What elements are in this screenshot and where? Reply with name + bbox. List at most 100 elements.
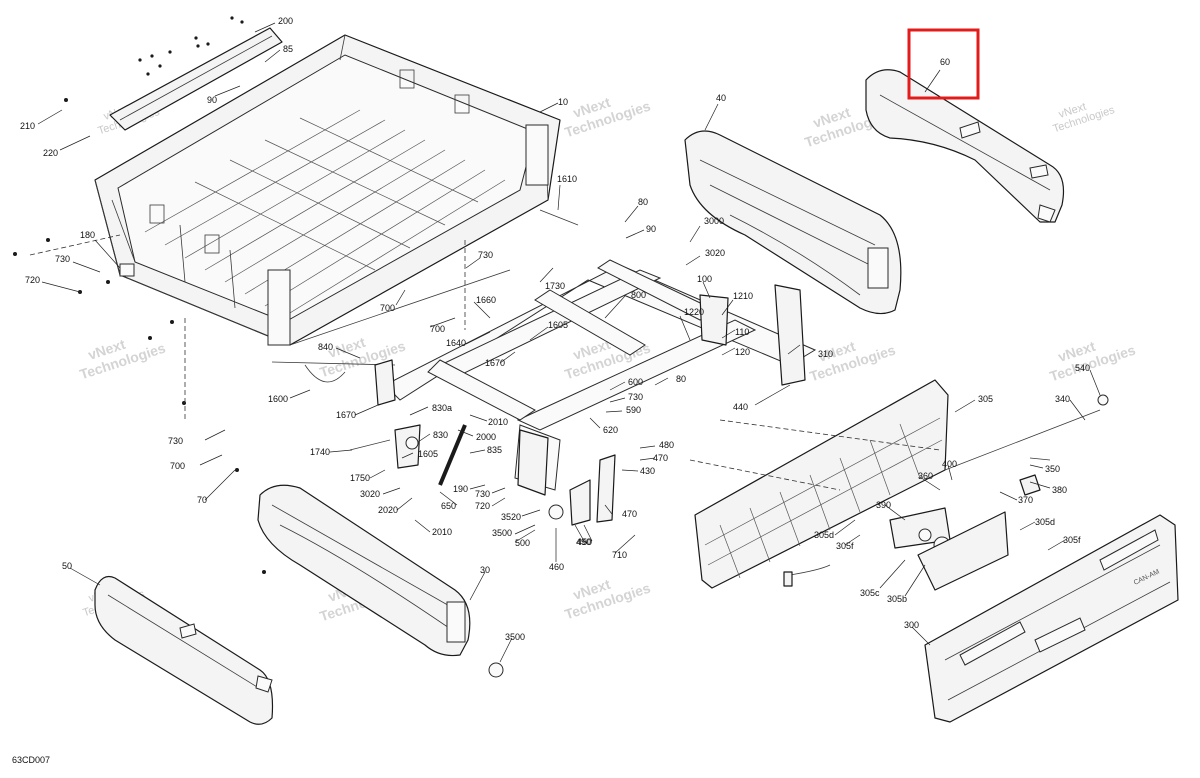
callout-350: 350 <box>1045 464 1060 474</box>
callout-450: 450 <box>577 537 592 547</box>
callout-650: 650 <box>441 501 456 511</box>
callout-400: 400 <box>942 459 957 469</box>
callout-2010a: 2010 <box>488 417 508 427</box>
callout-500: 500 <box>515 538 530 548</box>
callout-1740: 1740 <box>310 447 330 457</box>
callout-730a: 730 <box>55 254 70 264</box>
callout-840: 840 <box>318 342 333 352</box>
callout-360: 360 <box>918 471 933 481</box>
callout-10: 10 <box>558 97 568 107</box>
callout-labels: 200 85 90 210 220 10 40 60 1610 180 730 720 80 90 3000… <box>20 16 1090 642</box>
callout-700a: 700 <box>380 303 395 313</box>
callout-2020: 2020 <box>378 505 398 515</box>
callout-720b: 720 <box>475 501 490 511</box>
callout-40: 40 <box>716 93 726 103</box>
callout-305f2: 305f <box>1063 535 1081 545</box>
callout-380: 380 <box>1052 485 1067 495</box>
highlight-box <box>907 28 980 100</box>
callout-1750: 1750 <box>350 473 370 483</box>
callout-3520: 3520 <box>501 512 521 522</box>
callout-1210: 1210 <box>733 291 753 301</box>
tailgate-latch-assembly <box>783 394 1109 591</box>
callout-620: 620 <box>603 425 618 435</box>
callout-305d1: 305d <box>814 530 834 540</box>
callout-210: 210 <box>20 121 35 131</box>
tailgate-frame-305 <box>689 379 949 589</box>
callout-310: 310 <box>818 349 833 359</box>
callout-540: 540 <box>1075 363 1090 373</box>
callout-730e: 730 <box>475 489 490 499</box>
callout-30: 30 <box>480 565 490 575</box>
callout-90b: 90 <box>646 224 656 234</box>
callout-80b: 80 <box>676 374 686 384</box>
callout-2010b: 2010 <box>432 527 452 537</box>
callout-305d2: 305d <box>1035 517 1055 527</box>
callout-1660: 1660 <box>476 295 496 305</box>
callout-590: 590 <box>626 405 641 415</box>
callout-830: 830 <box>433 430 448 440</box>
callout-460: 460 <box>549 562 564 572</box>
callout-305f1: 305f <box>836 541 854 551</box>
callout-730c: 730 <box>628 392 643 402</box>
callout-3500a: 3500 <box>492 528 512 538</box>
callout-1605b: 1605 <box>418 449 438 459</box>
callout-390: 390 <box>876 500 891 510</box>
callout-835: 835 <box>487 445 502 455</box>
callout-1605a: 1605 <box>548 320 568 330</box>
callout-340: 340 <box>1055 394 1070 404</box>
front-panel-cap <box>109 16 283 131</box>
callout-440: 440 <box>733 402 748 412</box>
callout-60: 60 <box>940 57 950 67</box>
callout-1670b: 1670 <box>336 410 356 420</box>
callout-1600: 1600 <box>268 394 288 404</box>
callout-800: 800 <box>631 290 646 300</box>
callout-180: 180 <box>80 230 95 240</box>
callout-220: 220 <box>43 148 58 158</box>
callout-90a: 90 <box>207 95 217 105</box>
callout-300: 300 <box>904 620 919 630</box>
side-rail-cover-40 <box>684 130 902 315</box>
callout-70: 70 <box>197 495 207 505</box>
callout-470b: 470 <box>622 509 637 519</box>
side-cap-50 <box>94 575 274 725</box>
callout-720a: 720 <box>25 275 40 285</box>
callout-305b: 305b <box>887 594 907 604</box>
callout-480: 480 <box>659 440 674 450</box>
callout-1610: 1610 <box>557 174 577 184</box>
main-frame <box>271 209 817 526</box>
callout-1730: 1730 <box>545 281 565 291</box>
callout-700b: 700 <box>430 324 445 334</box>
callout-120: 120 <box>735 347 750 357</box>
callout-3500b: 3500 <box>505 632 525 642</box>
callout-710: 710 <box>612 550 627 560</box>
callout-370: 370 <box>1018 495 1033 505</box>
callout-1640: 1640 <box>446 338 466 348</box>
callout-3000: 3000 <box>704 216 724 226</box>
callout-830a: 830a <box>432 403 452 413</box>
cargo-box-tub <box>94 34 561 346</box>
callout-305: 305 <box>978 394 993 404</box>
tailgate-outer-panel-300: CAN-AM <box>924 514 1179 723</box>
callout-700c: 700 <box>170 461 185 471</box>
callout-2000: 2000 <box>476 432 496 442</box>
callout-1220: 1220 <box>684 307 704 317</box>
diagram-reference-code: 63CD007 <box>12 755 50 765</box>
callout-190: 190 <box>453 484 468 494</box>
callout-730d: 730 <box>168 436 183 446</box>
callout-470: 470 <box>653 453 668 463</box>
leader-lines <box>37 22 1101 663</box>
callout-1670a: 1670 <box>485 358 505 368</box>
callout-600: 600 <box>628 377 643 387</box>
callout-3020: 3020 <box>705 248 725 258</box>
callout-50: 50 <box>62 561 72 571</box>
callout-3020b: 3020 <box>360 489 380 499</box>
callout-80a: 80 <box>638 197 648 207</box>
callout-730b: 730 <box>478 250 493 260</box>
callout-85: 85 <box>283 44 293 54</box>
callout-305c: 305c <box>860 588 880 598</box>
callout-100: 100 <box>697 274 712 284</box>
callout-200: 200 <box>278 16 293 26</box>
callout-490: 490 <box>576 537 591 547</box>
